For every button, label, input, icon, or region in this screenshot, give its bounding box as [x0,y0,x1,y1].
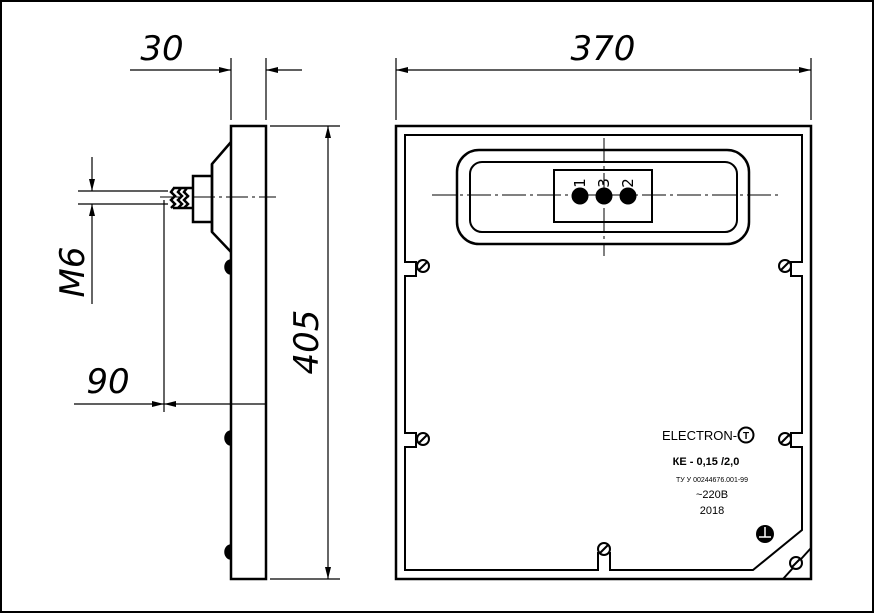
screws [416,259,803,570]
dim-30 [130,58,302,120]
side-view [160,124,276,581]
dim-405 [270,125,340,580]
terminal-window-outer [455,148,751,246]
terminal-block [553,169,653,223]
side-mount-1 [224,259,232,275]
terminal-pin-2 [619,187,637,205]
terminal-pin-3 [595,187,613,205]
screw-icon [416,432,430,446]
front-view [394,124,813,581]
side-slab [229,124,268,581]
screw-icon [597,542,611,556]
front-plate [394,124,813,581]
side-mount-3 [224,544,232,560]
screw-icon [789,556,803,570]
thread-stud [169,187,177,209]
terminal-pin-1 [571,187,589,205]
dim-m6-label: M6 [53,247,93,298]
screw-icon [778,432,792,446]
dim-370-label: 370 [571,29,636,69]
model-text: КЕ - 0,15 /2,0 [673,456,740,468]
front-inner-border [404,134,803,571]
ground-icon [756,525,774,543]
brand-logo-letter: T [743,431,749,442]
terminal-pins: 1 3 2 [571,178,637,205]
label-plate: ELECTRON- T КЕ - 0,15 /2,0 ТУ У 00244676… [662,426,755,517]
dim-30-label: 30 [140,29,183,69]
screw-icon [778,259,792,273]
terminal-label-2: 2 [619,178,637,188]
dim-90-label: 90 [86,362,129,402]
voltage-text: ~220В [696,489,728,501]
dim-90 [74,200,266,412]
side-mount-2 [224,430,232,446]
brand-text: ELECTRON- [662,428,737,443]
spec-text: ТУ У 00244676.001-99 [676,477,748,484]
dim-405-label: 405 [287,310,327,375]
dim-m6 [78,157,168,304]
year-text: 2018 [700,505,724,517]
screw-icon [416,259,430,273]
terminal-label-1: 1 [571,178,589,188]
brand-logo-icon [737,426,755,444]
side-spigot [191,174,212,224]
terminal-label-3: 3 [595,178,613,188]
dim-370 [395,58,812,120]
